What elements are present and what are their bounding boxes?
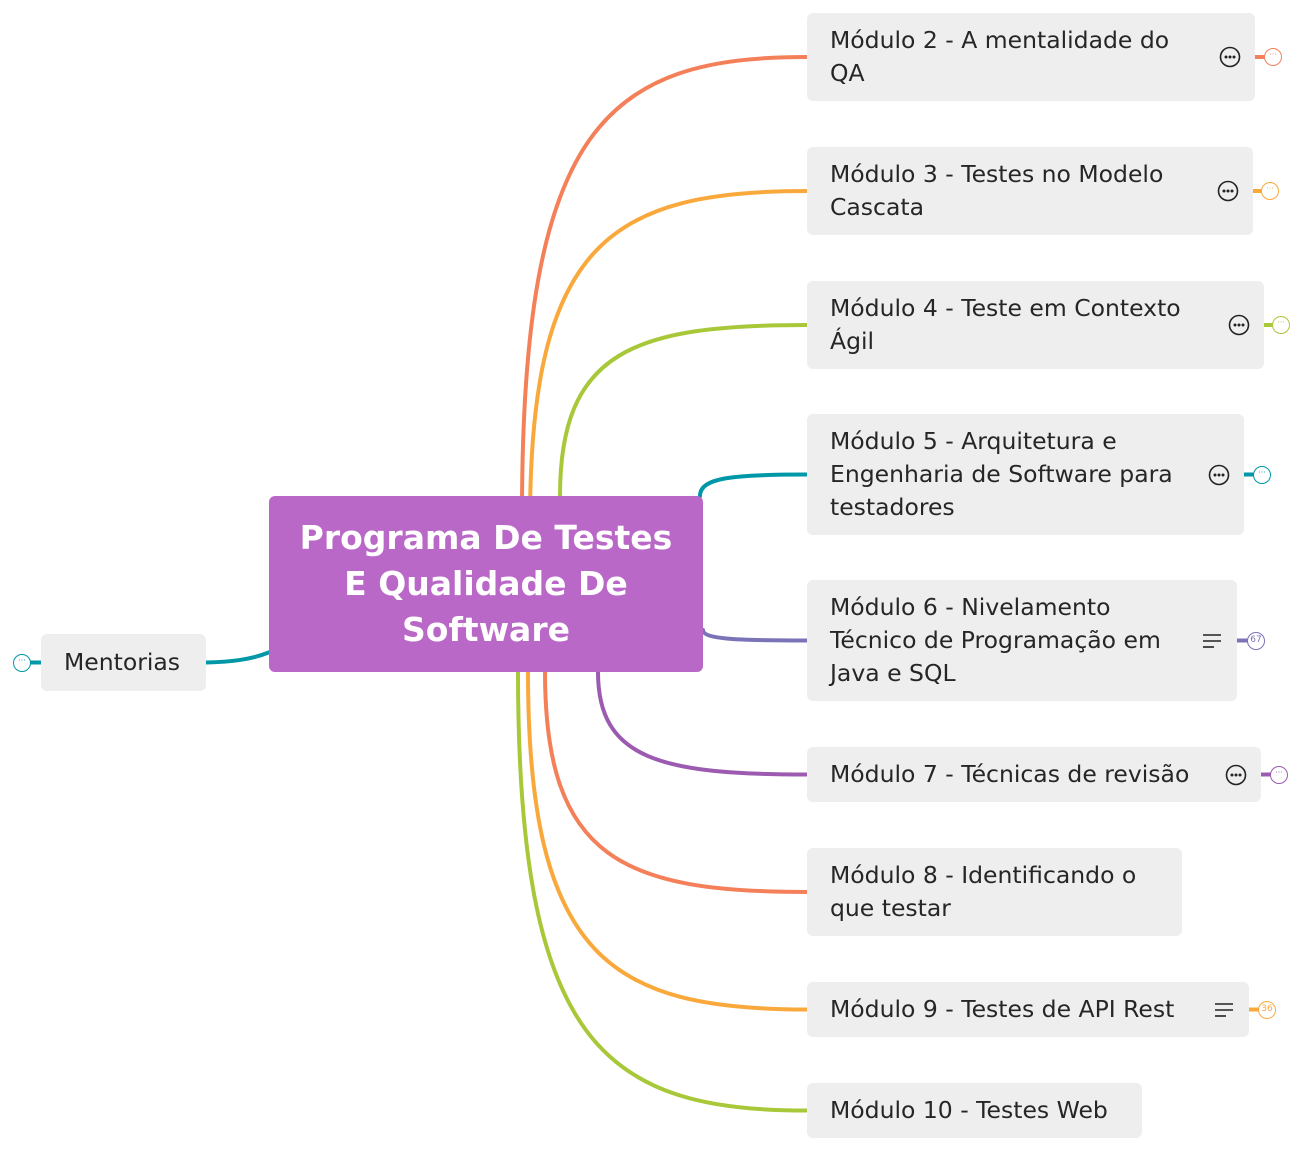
topic-label: Módulo 9 - Testes de API Rest bbox=[830, 993, 1205, 1026]
collapse-toggle-modulo-5[interactable]: ··· bbox=[1253, 465, 1271, 484]
collapse-dots-icon: ··· bbox=[1277, 318, 1285, 327]
topic-label-line: Módulo 9 - Testes de API Rest bbox=[830, 995, 1175, 1023]
central-topic[interactable]: Programa De Testes E Qualidade De Softwa… bbox=[269, 496, 703, 672]
hidden-count: 67 bbox=[1250, 635, 1262, 645]
collapse-dots-icon: ··· bbox=[1266, 184, 1274, 193]
branch-line-modulo-4 bbox=[558, 323, 809, 498]
topic-modulo-5[interactable]: Módulo 5 - Arquitetura e Engenharia de So… bbox=[807, 414, 1244, 535]
topic-label-line: Cascata bbox=[830, 193, 924, 221]
topic-modulo-9[interactable]: Módulo 9 - Testes de API Rest bbox=[807, 982, 1249, 1037]
topic-mentorias[interactable]: Mentorias bbox=[41, 634, 206, 691]
collapse-dots-icon: ··· bbox=[1258, 467, 1266, 477]
topic-label: Módulo 7 - Técnicas de revisão bbox=[830, 758, 1217, 791]
topic-label-line: Módulo 2 - A mentalidade do bbox=[830, 26, 1170, 54]
branch-line-modulo-9 bbox=[526, 670, 809, 1012]
topic-label-line: Módulo 4 - Teste em Contexto bbox=[830, 294, 1181, 322]
collapse-toggle-modulo-9[interactable]: 36 bbox=[1258, 1000, 1276, 1019]
topic-modulo-8[interactable]: Módulo 8 - Identificando o que testar bbox=[807, 848, 1182, 936]
collapse-toggle-modulo-6[interactable]: 67 bbox=[1247, 631, 1265, 650]
topic-label: Módulo 2 - A mentalidade do QA bbox=[830, 24, 1211, 90]
branch-line-modulo-2 bbox=[520, 55, 809, 515]
notes-icon[interactable] bbox=[1213, 999, 1235, 1021]
topic-modulo-10[interactable]: Módulo 10 - Testes Web bbox=[807, 1083, 1142, 1138]
topic-label-line: Módulo 10 - Testes Web bbox=[830, 1096, 1108, 1124]
topic-label: Módulo 5 - Arquitetura e Engenharia de So… bbox=[830, 425, 1200, 524]
branch-line-modulo-7 bbox=[596, 670, 809, 777]
topic-label-line: Ágil bbox=[830, 327, 875, 355]
topic-label: Módulo 8 - Identificando o que testar bbox=[830, 859, 1168, 925]
branch-line-modulo-5 bbox=[698, 472, 809, 498]
collapse-dots-icon: ··· bbox=[18, 655, 26, 665]
notes-icon[interactable] bbox=[1201, 630, 1223, 652]
topic-label-line: Módulo 5 - Arquitetura e bbox=[830, 427, 1117, 455]
collapse-dots-icon: ··· bbox=[1275, 767, 1283, 777]
collapse-toggle-modulo-4[interactable]: ··· bbox=[1272, 316, 1290, 334]
branch-line-modulo-10 bbox=[516, 670, 809, 1113]
collapse-toggle-modulo-7[interactable]: ··· bbox=[1270, 765, 1288, 784]
topic-label-line: Técnico de Programação em bbox=[830, 626, 1161, 654]
topic-label-line: Java e SQL bbox=[830, 659, 956, 687]
topic-label-line: Módulo 6 - Nivelamento bbox=[830, 593, 1111, 621]
topic-label-line: Módulo 7 - Técnicas de revisão bbox=[830, 760, 1190, 788]
more-icon[interactable] bbox=[1217, 180, 1239, 202]
more-icon[interactable] bbox=[1228, 314, 1250, 336]
collapse-toggle-modulo-2[interactable]: ··· bbox=[1264, 48, 1282, 66]
topic-label-line: Módulo 3 - Testes no Modelo bbox=[830, 160, 1164, 188]
topic-label-line: Módulo 8 - Identificando o bbox=[830, 861, 1137, 889]
topic-label: Módulo 10 - Testes Web bbox=[830, 1094, 1128, 1127]
more-icon[interactable] bbox=[1208, 464, 1230, 486]
collapse-dots-icon: ··· bbox=[1269, 50, 1277, 59]
topic-label: Mentorias bbox=[64, 648, 181, 676]
branch-line-modulo-3 bbox=[528, 189, 809, 524]
collapse-toggle-mentorias[interactable]: ··· bbox=[13, 653, 31, 672]
more-icon[interactable] bbox=[1219, 46, 1241, 68]
topic-label-line: testadores bbox=[830, 493, 955, 521]
hidden-count: 36 bbox=[1261, 1004, 1273, 1014]
topic-modulo-7[interactable]: Módulo 7 - Técnicas de revisão bbox=[807, 747, 1261, 802]
topic-label-line: QA bbox=[830, 59, 865, 87]
branch-line-mentorias bbox=[204, 650, 272, 665]
branch-line-modulo-8 bbox=[543, 670, 809, 894]
topic-label-line: que testar bbox=[830, 894, 951, 922]
branch-line-modulo-6 bbox=[701, 628, 809, 643]
collapse-toggle-modulo-3[interactable]: ··· bbox=[1261, 182, 1279, 200]
topic-label-line: Engenharia de Software para bbox=[830, 460, 1173, 488]
more-icon[interactable] bbox=[1225, 764, 1247, 786]
central-topic-title: Programa De Testes E Qualidade De Softwa… bbox=[299, 518, 673, 649]
topic-modulo-2[interactable]: Módulo 2 - A mentalidade do QA bbox=[807, 13, 1255, 101]
